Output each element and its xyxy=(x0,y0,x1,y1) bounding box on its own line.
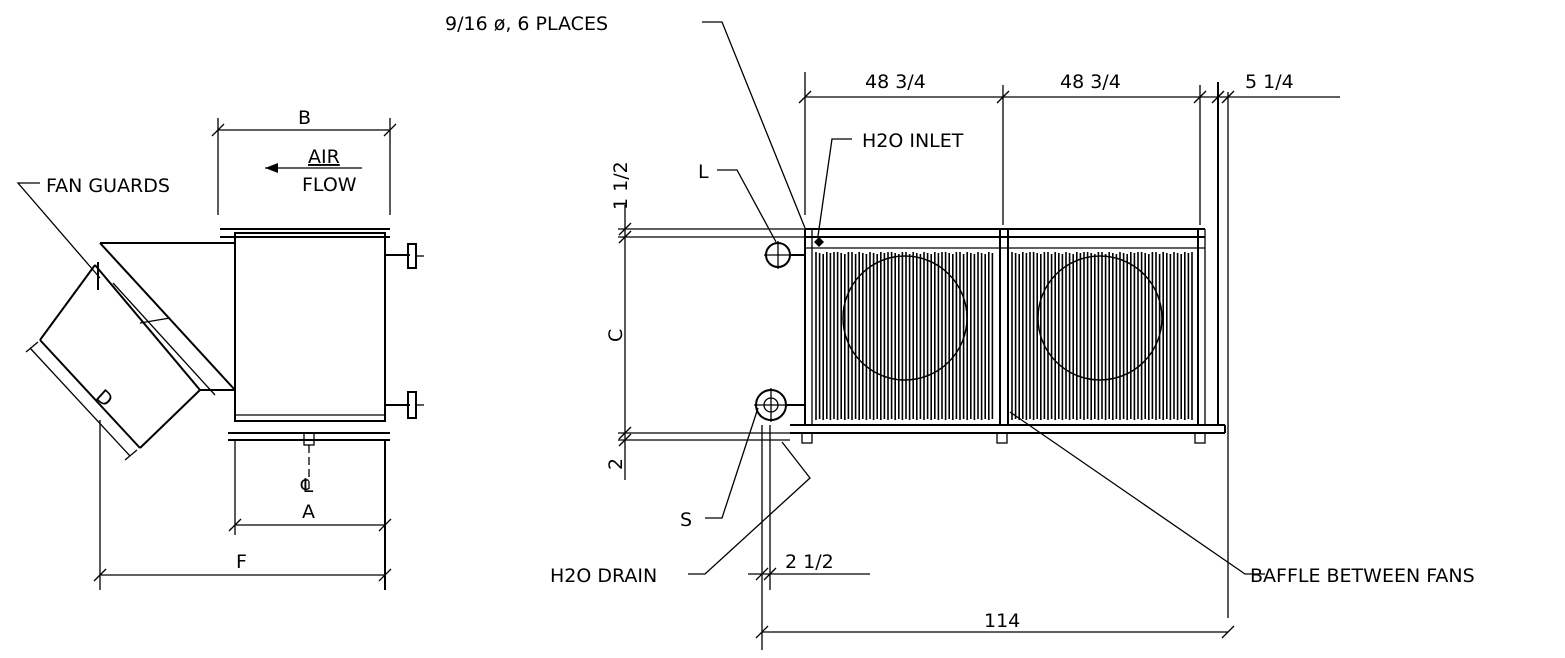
fan-ring-upper xyxy=(39,264,96,341)
dim-bay-1-label: 48 3/4 xyxy=(865,71,926,93)
side-view: D FAN GUARDS B AIR FLOW ℄ A F xyxy=(16,107,424,590)
dim-d-line xyxy=(29,347,131,457)
drain-leader xyxy=(688,441,811,575)
left-tick-3 xyxy=(618,426,632,440)
dim-c-label: C xyxy=(605,329,627,342)
inlet-label: H2O INLET xyxy=(862,130,964,152)
dim-bay-2-label: 48 3/4 xyxy=(1060,71,1121,93)
left-tick-2 xyxy=(618,230,632,244)
unit-housing xyxy=(234,232,386,422)
air-label: AIR xyxy=(308,146,340,168)
dim-f-tick-1 xyxy=(93,568,107,582)
airflow-arrow-icon xyxy=(265,163,278,173)
drain-tick-1 xyxy=(755,567,769,581)
coil-fins-bay-2 xyxy=(1011,252,1193,420)
l-leader xyxy=(717,169,777,243)
dim-top-offset-label: 1 1/2 xyxy=(610,161,632,210)
dim-tick-1 xyxy=(798,90,812,104)
dim-a-label: A xyxy=(302,501,315,523)
dim-end-offset-label: 5 1/4 xyxy=(1245,71,1294,93)
dim-d-label: D xyxy=(91,385,117,411)
fan-ring-lower xyxy=(139,389,201,449)
drain-label: H2O DRAIN xyxy=(550,565,657,587)
overall-tick-2 xyxy=(1221,625,1235,639)
dim-bottom-offset-label: 2 xyxy=(605,458,627,470)
baffle-label: BAFFLE BETWEEN FANS xyxy=(1250,565,1475,587)
dim-tick-5 xyxy=(1221,90,1235,104)
bolt-holes-leader xyxy=(702,21,806,229)
fan-guards-label: FAN GUARDS xyxy=(46,175,170,197)
fan-hood-slope-a xyxy=(99,242,236,391)
fan-2-icon xyxy=(1037,255,1163,381)
dim-overall-label: 114 xyxy=(984,610,1020,632)
s-leader xyxy=(705,407,759,519)
front-view: 48 3/4 48 3/4 5 1/4 9/16 ø, 6 PLACES H2O… xyxy=(445,13,1475,650)
dim-d-tick-1 xyxy=(25,341,39,353)
dim-tick-2 xyxy=(996,90,1010,104)
dim-b-label: B xyxy=(298,107,311,129)
dim-drain-offset-label: 2 1/2 xyxy=(785,551,834,573)
guard-tick xyxy=(139,317,171,324)
dim-f-tick-2 xyxy=(378,568,392,582)
dim-tick-3 xyxy=(1193,90,1207,104)
left-tick-1 xyxy=(618,222,632,236)
bolt-holes-label: 9/16 ø, 6 PLACES xyxy=(445,13,608,35)
l-label: L xyxy=(698,161,709,183)
flow-label: FLOW xyxy=(302,174,357,196)
fan-hood-slope-b xyxy=(94,264,201,391)
foot-right xyxy=(1194,432,1206,444)
centerline-symbol: ℄ xyxy=(300,475,314,497)
fan-guard-line xyxy=(112,282,216,396)
drain-tick-2 xyxy=(763,567,777,581)
overall-tick-1 xyxy=(755,625,769,639)
dim-a-tick-1 xyxy=(228,518,242,532)
dim-f-label: F xyxy=(236,551,247,573)
coil-fins-bay-1 xyxy=(815,252,994,420)
s-label: S xyxy=(680,509,692,531)
fan-1-icon xyxy=(842,255,968,381)
dim-b-tick-2 xyxy=(383,123,397,137)
fan-ring-left xyxy=(39,339,141,449)
dim-tick-4 xyxy=(1211,90,1225,104)
fan-guards-leader xyxy=(16,182,101,279)
inlet-leader xyxy=(817,138,852,237)
inlet-marker-icon xyxy=(814,237,824,247)
dim-b-tick-1 xyxy=(211,123,225,137)
dim-d-tick-2 xyxy=(124,449,138,461)
foot-left xyxy=(801,432,813,444)
foot-middle xyxy=(996,432,1008,444)
baffle-leader xyxy=(1009,411,1265,575)
left-tick-4 xyxy=(618,433,632,447)
dim-a-tick-2 xyxy=(378,518,392,532)
